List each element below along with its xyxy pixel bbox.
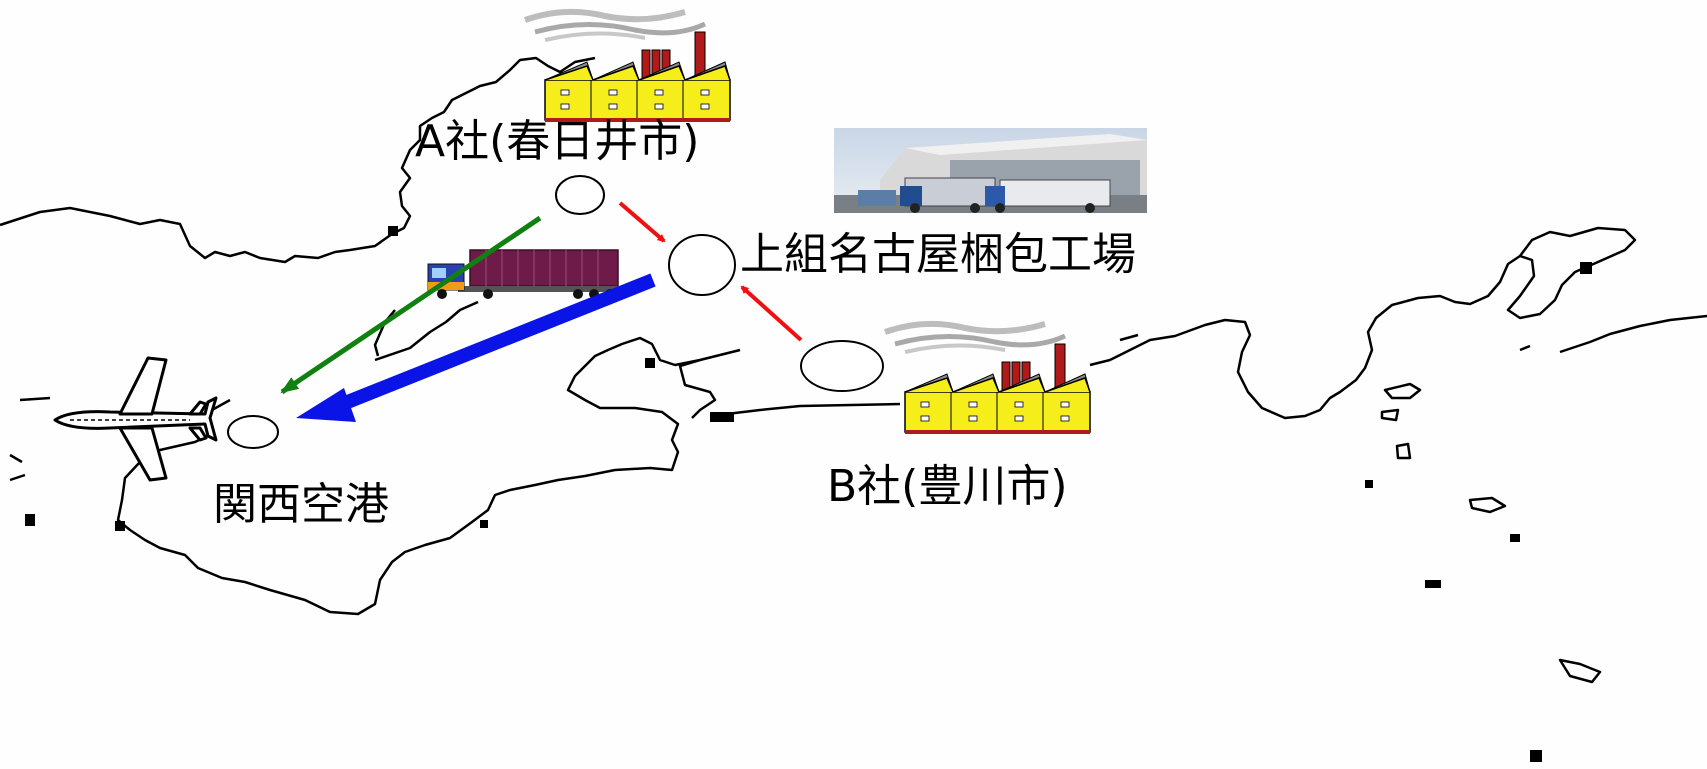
label-airport: 関西空港: [213, 479, 389, 530]
label-company-a: A社(春日井市): [415, 116, 700, 167]
coastline-dots: [25, 226, 1592, 762]
arrow-b-to-plant: [740, 285, 803, 342]
marker-packing-plant: [668, 234, 736, 296]
warehouse-photo: [834, 128, 1147, 213]
factory-a-icon: [525, 12, 730, 122]
marker-company-b: [800, 340, 884, 392]
marker-company-a: [555, 175, 605, 215]
route-arrows: [280, 201, 803, 422]
label-packing-plant: 上組名古屋梱包工場: [740, 229, 1136, 280]
marker-airport: [227, 415, 279, 449]
label-company-b: B社(豊川市): [827, 461, 1068, 512]
arrow-a-to-plant: [618, 201, 666, 243]
container-truck-icon: [427, 249, 630, 299]
location-markers: [227, 175, 884, 449]
arrow-plant-to-airport: [337, 273, 656, 412]
arrow-a-to-airport: [280, 215, 542, 395]
airplane-icon: [53, 356, 218, 482]
arrow-plant-to-airport-head: [296, 388, 356, 422]
factory-b-icon: [885, 324, 1090, 434]
